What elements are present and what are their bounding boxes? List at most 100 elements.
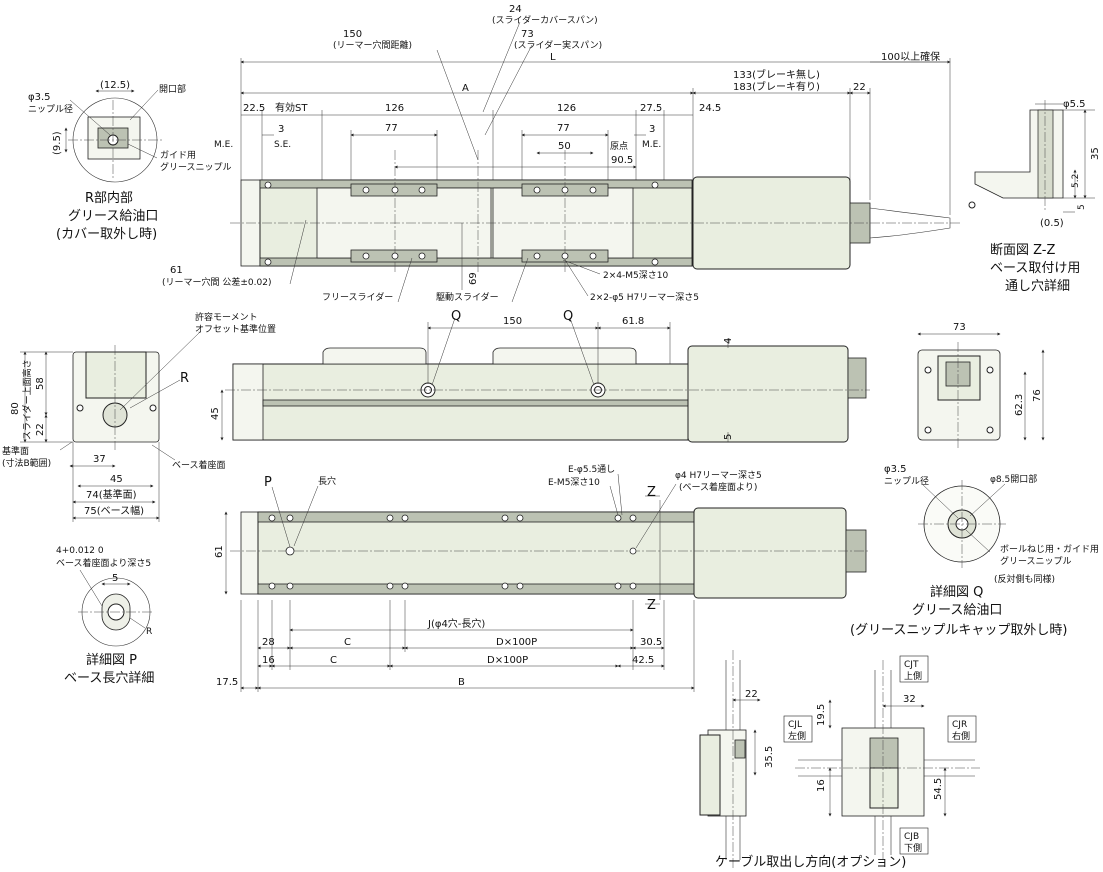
p-r-label: R <box>146 627 152 637</box>
moment-label-1: 許容モーメント <box>195 311 258 323</box>
detail-q: φ3.5 ニップル径 φ8.5開口部 ボールねじ用・ガイド用 グリースニップル … <box>850 464 1099 638</box>
bottom-dim-16: 16 <box>262 655 275 666</box>
r-phi: φ3.5 <box>28 92 51 103</box>
dim-126-a: 126 <box>385 103 404 114</box>
front-dim-5: 5 <box>723 434 734 440</box>
zz-title-2: ベース取付け用 <box>990 261 1080 276</box>
dim-183: 183(ブレーキ有り) <box>733 80 820 93</box>
r-marker: R <box>180 371 189 386</box>
e-thru-label: E-φ5.5通し <box>568 464 615 475</box>
cable-dim-32: 32 <box>903 694 916 705</box>
cable-dim-19-5: 19.5 <box>816 704 827 726</box>
end-dim-75: 75(ベース幅) <box>84 504 144 517</box>
front-dim-150: 150 <box>503 316 522 327</box>
cable-dim-35-5: 35.5 <box>764 746 775 768</box>
end-dim-45: 45 <box>110 474 123 485</box>
z-marker-2: Z <box>647 598 656 613</box>
q-ball-2: グリースニップル <box>1000 555 1072 567</box>
q-ball-3: (反対側も同様) <box>994 573 1055 585</box>
cable-dim-22: 22 <box>745 689 758 700</box>
dim-133: 133(ブレーキ無し) <box>733 68 820 81</box>
motor-dim-76: 76 <box>1032 389 1043 402</box>
cable-options: 22 35.5 19.5 32 16 54.5 CJT 上側 CJL 左側 CJ… <box>699 650 980 870</box>
dim-24-5: 24.5 <box>699 103 721 114</box>
bottom-dim-C-1: C <box>344 637 351 648</box>
front-dim-61-8: 61.8 <box>622 316 644 327</box>
dim-A: A <box>462 83 469 94</box>
bottom-dim-61: 61 <box>214 545 225 558</box>
cjt-code: CJT <box>904 660 919 670</box>
p-marker: P <box>264 475 272 490</box>
front-dim-45: 45 <box>210 407 221 420</box>
cjb-code: CJB <box>904 832 919 842</box>
dim-3-b: 3 <box>649 124 655 135</box>
bottom-dim-D-1: D×100P <box>496 637 537 648</box>
cable-dim-16: 16 <box>816 779 827 792</box>
detail-r: φ3.5 ニップル径 (12.5) 開口部 (9.5) ガイド用 グリースニップ… <box>28 80 232 242</box>
dim-73: 73 <box>521 29 534 40</box>
detail-p: 4+0.012 0 ベース着座面より深さ5 5 R 詳細図 P ベース長穴詳細 <box>56 546 154 686</box>
cjr-label: 右側 <box>952 730 970 742</box>
origin-label: 原点 <box>610 141 628 152</box>
tap-label: 2×4-M5深さ10 <box>603 270 668 281</box>
reamer-note-1: φ4 H7リーマー深さ5 <box>675 470 762 481</box>
q-title-2: グリース給油口 <box>912 603 1002 618</box>
dim-61-note: (リーマー穴間 公差±0.02) <box>162 276 271 288</box>
motor-end-view: 73 62.3 76 <box>917 322 1045 450</box>
cable-dim-54-5: 54.5 <box>933 778 944 800</box>
p-tolerance: 4+0.012 0 <box>56 546 104 556</box>
section-zz: φ5.5 35 5.2 5 (0.5) 断面図 Z-Z ベース取付け用 通し穴詳… <box>968 99 1101 294</box>
me-left: M.E. <box>214 140 233 150</box>
dim-27-5: 27.5 <box>640 103 662 114</box>
end-ref-1: 基準面 <box>2 445 29 457</box>
r-title-1: R部内部 <box>85 190 133 206</box>
end-dim-80: 80 <box>10 402 21 415</box>
bottom-dim-30-5: 30.5 <box>640 637 662 648</box>
reamer-note-2: (ベース着座面より) <box>679 481 757 493</box>
r-guide-1: ガイド用 <box>160 150 196 161</box>
cjl-label: 左側 <box>788 730 806 742</box>
p-depth-note: ベース着座面より深さ5 <box>56 557 151 569</box>
dim-77-a: 77 <box>385 123 398 134</box>
dim-22-5: 22.5 <box>243 103 265 114</box>
q-opening: φ8.5開口部 <box>990 473 1037 485</box>
end-base-mount: ベース着座面 <box>172 459 226 471</box>
zz-dim-35: 35 <box>1090 147 1101 160</box>
end-dim-58: 58 <box>35 377 46 390</box>
reamer-label: 2×2-φ5 H7リーマー深さ5 <box>590 292 699 303</box>
dim-73-note: (スライダー実スパン) <box>514 39 602 51</box>
dim-69: 69 <box>468 272 479 285</box>
r-title-3: (カバー取外し時) <box>56 227 157 242</box>
dim-150: 150 <box>343 29 362 40</box>
front-view: Q Q 150 61.8 4 45 5 <box>210 309 870 443</box>
q-ball-1: ボールねじ用・ガイド用 <box>1000 544 1099 555</box>
bottom-dim-28: 28 <box>262 637 275 648</box>
q-phi: φ3.5 <box>884 464 907 475</box>
end-dim-37: 37 <box>93 454 106 465</box>
motor-dim-62-3: 62.3 <box>1014 394 1025 416</box>
bottom-dim-C-2: C <box>330 655 337 666</box>
r-dim-9-5: (9.5) <box>52 131 63 155</box>
p-title-2: ベース長穴詳細 <box>64 670 154 686</box>
zz-title-1: 断面図 Z-Z <box>990 243 1056 258</box>
me-right: M.E. <box>642 140 661 150</box>
e-m5-label: E-M5深さ10 <box>548 477 600 488</box>
r-dim-12-5: (12.5) <box>100 80 130 91</box>
dim-24: 24 <box>509 4 522 15</box>
p-dim-5: 5 <box>112 573 118 584</box>
dim-stroke: 有効ST <box>275 101 308 114</box>
zz-dim-0-5: (0.5) <box>1040 218 1064 229</box>
bottom-view: P 長穴 E-φ5.5通し E-M5深さ10 φ4 H7リーマー深さ5 (ベース… <box>214 464 870 692</box>
r-guide-2: グリースニップル <box>160 161 232 173</box>
dim-77-b: 77 <box>557 123 570 134</box>
dim-61-top: 61 <box>170 265 183 276</box>
bottom-dim-B: B <box>458 677 465 688</box>
bottom-dim-42-5: 42.5 <box>632 655 654 666</box>
zz-title-3: 通し穴詳細 <box>1005 278 1070 294</box>
dim-150-note: (リーマー穴間距離) <box>333 39 412 51</box>
q-marker-2: Q <box>563 309 573 324</box>
q-nipple: ニップル径 <box>884 475 929 487</box>
end-dim-74: 74(基準面) <box>86 488 137 501</box>
se-label: S.E. <box>274 140 291 150</box>
